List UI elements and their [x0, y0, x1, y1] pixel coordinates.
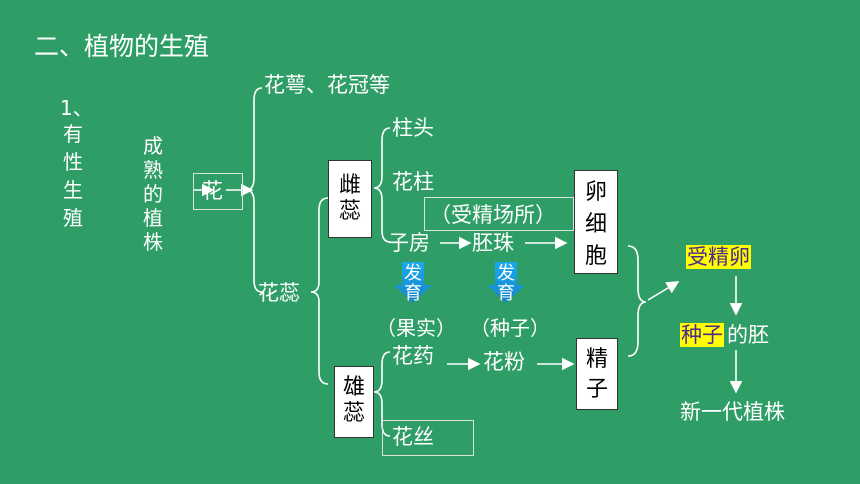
anther-label: 花药: [392, 344, 434, 368]
calyx-corolla-label: 花萼、花冠等: [264, 73, 390, 97]
filament-label: 花丝: [392, 425, 434, 449]
develop-label-ovary: 发育: [404, 263, 422, 304]
stamen-label: 雄蕊: [342, 375, 365, 426]
pistil-box: 雌蕊: [328, 160, 372, 238]
fertilization-site-note: （受精场所）: [430, 203, 556, 227]
pistil-label: 雌蕊: [338, 173, 361, 224]
filament-outline: [382, 420, 474, 456]
zygote-label: 受精卵: [686, 245, 751, 269]
ovule-label: 胚珠: [472, 231, 514, 255]
flower-outline: [193, 173, 243, 210]
flower-label: 花: [202, 179, 223, 203]
section-number: 1、: [60, 96, 93, 120]
new-plant-label: 新一代植株: [680, 400, 785, 424]
egg-cell-box: 卵细胞: [574, 170, 618, 274]
style-label: 花柱: [392, 170, 434, 194]
sperm-label: 精子: [585, 347, 608, 402]
embryo-label: 的胚: [727, 323, 769, 347]
section-name: 有性生殖: [63, 122, 83, 230]
develop-label-ovule: 发育: [497, 263, 515, 304]
pollen-label: 花粉: [483, 350, 525, 374]
seed-label: （种子）: [470, 316, 550, 340]
page-title: 二、植物的生殖: [34, 32, 210, 61]
fruit-label: （果实）: [376, 316, 456, 340]
egg-cell-label: 卵细胞: [584, 180, 607, 269]
sperm-box: 精子: [576, 338, 618, 410]
fertilization-site-outline: [424, 197, 574, 231]
stamen-pistil-label: 花蕊: [258, 281, 300, 305]
develop-arrow-ovary: [394, 262, 432, 303]
develop-arrow-ovule: [487, 262, 525, 303]
stamen-box: 雄蕊: [334, 366, 374, 438]
stigma-label: 柱头: [392, 116, 434, 140]
ovary-label: 子房: [388, 231, 430, 255]
mature-plant-label: 成熟的植株: [143, 134, 163, 254]
seed-highlight: 种子: [680, 323, 724, 347]
